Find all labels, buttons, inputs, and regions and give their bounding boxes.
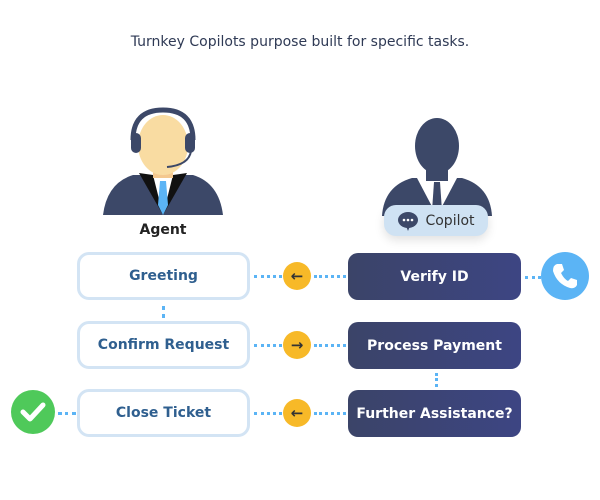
step-further-assistance: Further Assistance? [348,390,521,437]
step-confirm-request: Confirm Request [77,321,250,369]
connector [254,344,282,347]
connector [314,344,346,347]
arrow-left-icon: ← [283,399,311,427]
page-title: Turnkey Copilots purpose built for speci… [130,34,470,50]
step-greeting: Greeting [77,252,250,300]
agent-headset-icon [103,107,223,215]
check-icon [11,390,55,434]
copilot-badge: Copilot [384,205,488,236]
connector [435,373,438,387]
step-process-payment: Process Payment [348,322,521,369]
copilot-silhouette-icon [382,118,492,216]
copilot-label: Copilot [425,212,475,229]
connector [314,275,346,278]
connector [58,412,76,415]
connector [162,306,165,318]
connector [254,412,282,415]
connector [254,275,282,278]
chat-bubble-icon [398,211,419,231]
step-close-ticket: Close Ticket [77,389,250,437]
phone-icon [541,252,589,300]
arrow-left-icon: ← [283,262,311,290]
step-verify-id: Verify ID [348,253,521,300]
arrow-right-icon: → [283,331,311,359]
agent-label: Agent [139,222,187,238]
connector [525,276,541,279]
connector [314,412,346,415]
